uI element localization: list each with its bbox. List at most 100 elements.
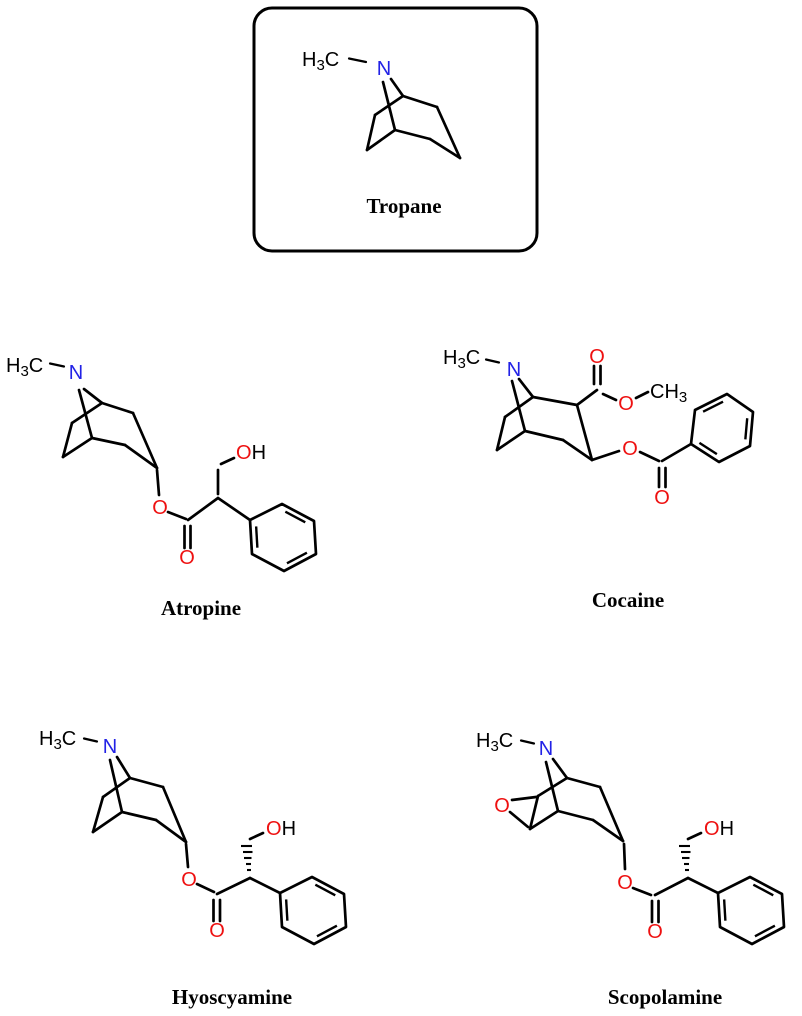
phenyl-ring (278, 875, 348, 946)
skeleton-bonds (508, 739, 720, 924)
bond (215, 876, 252, 896)
bond (154, 818, 188, 844)
bond (686, 831, 703, 841)
bond (61, 436, 94, 459)
aromatic-inner-bond (314, 883, 336, 897)
bond (248, 876, 282, 895)
bond (435, 105, 462, 160)
bond (131, 411, 159, 470)
bond (591, 818, 625, 843)
molecule-scopolamine: H3C N O O O OH Scopolamine (476, 730, 786, 1009)
bond (638, 450, 661, 463)
aromatic-inner-bond (698, 441, 718, 456)
molecule-name-hyoscyamine: Hyoscyamine (172, 985, 292, 1009)
tropane-frame (252, 6, 539, 253)
bond (82, 737, 99, 743)
epoxide-oxygen-label: O (494, 795, 510, 817)
bond (561, 438, 594, 462)
aromatic-inner-bond (702, 400, 724, 413)
aromatic-inner-bond (752, 883, 774, 897)
molecule-name-tropane: Tropane (366, 194, 441, 218)
hydroxyl-label: OH (266, 818, 296, 840)
bond (495, 429, 527, 452)
molecule-atropine: H3C N O O OH Atropine (6, 355, 318, 620)
bond (503, 395, 535, 419)
bond (631, 886, 653, 897)
bond (495, 415, 507, 452)
bond (216, 496, 252, 522)
nitrogen-label: N (103, 736, 117, 758)
bond (551, 757, 569, 780)
bond (590, 449, 621, 462)
molecule-hyoscyamine: H3C N O O OH Hyoscyamine (39, 728, 348, 1009)
benzoate-oxygen-label: O (622, 438, 638, 460)
carbonyl-oxygen-label: O (647, 921, 663, 943)
bond (536, 776, 569, 798)
bond (575, 403, 594, 462)
methyl-label: H3C (302, 49, 339, 74)
bond (100, 401, 135, 415)
aromatic-inner-bond (316, 924, 338, 938)
skeleton-bonds (347, 57, 462, 160)
bond (365, 128, 397, 152)
epoxide-bond (510, 795, 538, 802)
methyl-label: H3C (476, 730, 513, 755)
benzoate-carbonyl-oxygen-label: O (654, 487, 670, 509)
aromatic-inner-bond (744, 418, 749, 440)
bond (120, 810, 158, 822)
carbonyl-oxygen-label: O (589, 346, 605, 368)
bond (528, 794, 540, 831)
bond (123, 443, 159, 470)
aromatic-inner-bond (286, 551, 308, 565)
bond (634, 390, 650, 400)
aromatic-inner-bond (284, 899, 289, 921)
bond (393, 128, 432, 141)
aromatic-inner-bond (254, 526, 259, 548)
bond (401, 94, 439, 109)
bond (70, 401, 104, 425)
bond (184, 842, 190, 869)
nitrogen-label: N (377, 58, 391, 80)
hydroxyl-label: OH (704, 818, 734, 840)
bond (598, 785, 625, 843)
bond (622, 842, 627, 871)
bond (660, 442, 693, 463)
bond (195, 882, 216, 894)
methyl-label: H3C (6, 355, 43, 380)
methyl-label: H3C (39, 728, 76, 753)
bond (523, 429, 565, 442)
bond (389, 77, 405, 98)
bond (61, 421, 74, 459)
bond (108, 758, 124, 814)
skeleton-bonds (82, 737, 282, 923)
aromatic-inner-bond (722, 899, 727, 921)
molecule-name-cocaine: Cocaine (592, 588, 664, 612)
molecule-name-scopolamine: Scopolamine (608, 985, 722, 1009)
bond (91, 795, 105, 834)
bond (128, 776, 165, 789)
bond (186, 496, 220, 522)
bond (653, 876, 690, 897)
skeleton-bonds (48, 362, 252, 550)
carbonyl-oxygen-label: O (209, 920, 225, 942)
bond (347, 57, 368, 64)
bond (519, 739, 536, 745)
bond (601, 392, 618, 402)
bond (101, 776, 132, 799)
bond (428, 137, 462, 160)
bond (565, 776, 602, 789)
bond (115, 755, 132, 780)
methyl-label: H3C (443, 347, 480, 372)
nitrogen-label: N (539, 738, 553, 760)
ester-oxygen-label: O (618, 393, 634, 415)
hydroxyl-label: OH (236, 442, 266, 464)
molecule-tropane: H3C N Tropane (252, 6, 539, 253)
bond (575, 388, 599, 407)
methoxy-label: CH3 (650, 381, 687, 406)
bond (219, 456, 236, 466)
bond (517, 377, 535, 399)
hashed-wedge-bond (679, 844, 691, 872)
ester-oxygen-label: O (617, 872, 633, 894)
